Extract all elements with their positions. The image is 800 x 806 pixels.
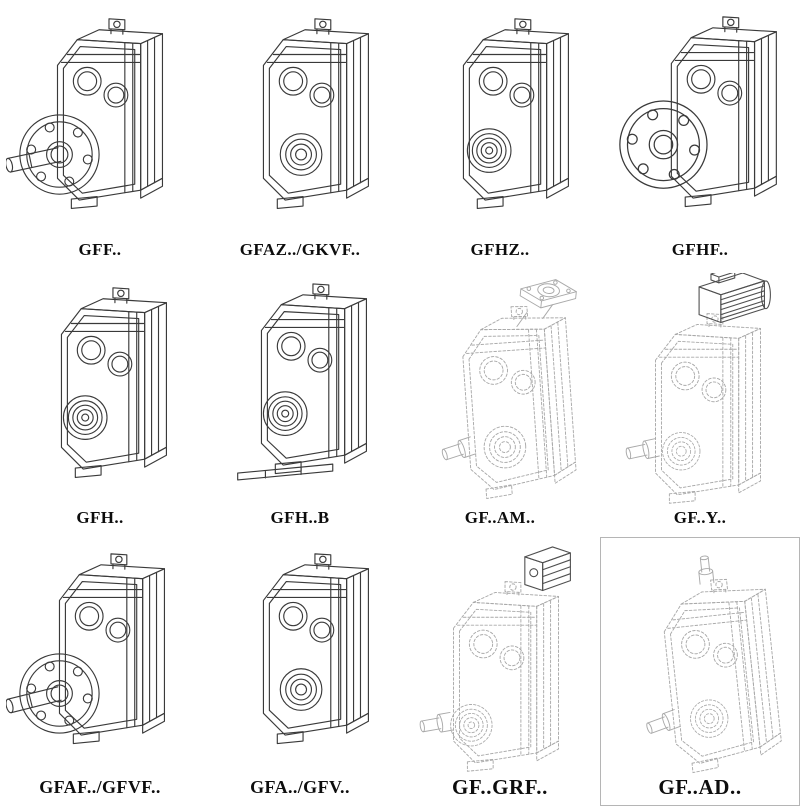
gearbox-gfhf-drawing	[619, 16, 777, 208]
catalog-cell-gf-ad: GF..AD..	[600, 537, 800, 806]
product-label-gf-grf: GF..GRF..	[451, 774, 549, 799]
catalog-cell-gfhz: GFHZ..	[400, 0, 600, 269]
product-label-gfh-b: GFH..B	[270, 508, 330, 528]
product-label-gf-ad: GF..AD..	[658, 774, 742, 799]
catalog-cell-gfhf: GFHF..	[600, 0, 800, 269]
catalog-cell-gfaf-gfvf: GFAF../GFVF..	[0, 537, 200, 806]
product-label-gfaz-gkvf: GFAZ../GKVF..	[239, 239, 361, 259]
gearbox-gf-ad-drawing	[643, 555, 785, 775]
catalog-cell-gff: GFF..	[0, 0, 200, 269]
gearbox-gfaz-drawing	[262, 18, 369, 210]
catalog-cell-gf-grf: GF..GRF..	[400, 537, 600, 806]
catalog-cell-gf-am: GF..AM..	[400, 269, 600, 538]
product-label-gfa-gfv: GFA../GFV..	[250, 776, 350, 797]
product-label-gf-am: GF..AM..	[464, 508, 536, 528]
product-label-gfh: GFH..	[76, 508, 124, 528]
gearbox-gfh-b-drawing	[237, 283, 367, 481]
catalog-cell-gfh: GFH..	[0, 269, 200, 538]
gearbox-gf-am-drawing	[439, 275, 578, 500]
product-label-gf-y: GF..Y..	[673, 508, 727, 528]
gearbox-gf-grf-drawing	[418, 546, 571, 773]
catalog-cell-gfh-b: GFH..B	[200, 269, 400, 538]
catalog-cell-gfa-gfv: GFA../GFV..	[200, 537, 400, 806]
catalog-cell-gfaz-gkvf: GFAZ../GKVF..	[200, 0, 400, 269]
catalog-cell-gf-y: GF..Y..	[600, 269, 800, 538]
gearbox-gfa-drawing	[262, 553, 369, 745]
motor-block	[698, 272, 771, 323]
gearbox-gff-drawing	[5, 18, 163, 210]
product-label-gfaf-gfvf: GFAF../GFVF..	[39, 776, 161, 797]
product-label-gfhf: GFHF..	[671, 239, 729, 259]
product-label-gfhz: GFHZ..	[470, 239, 530, 259]
gearbox-gfhz-drawing	[462, 18, 569, 210]
input-adapter-block	[524, 546, 571, 592]
gearbox-gfh-drawing	[60, 287, 167, 478]
gearbox-gfaf-drawing	[5, 553, 165, 745]
gearbox-gf-y-drawing	[624, 272, 771, 504]
product-label-gff: GFF..	[78, 239, 122, 259]
